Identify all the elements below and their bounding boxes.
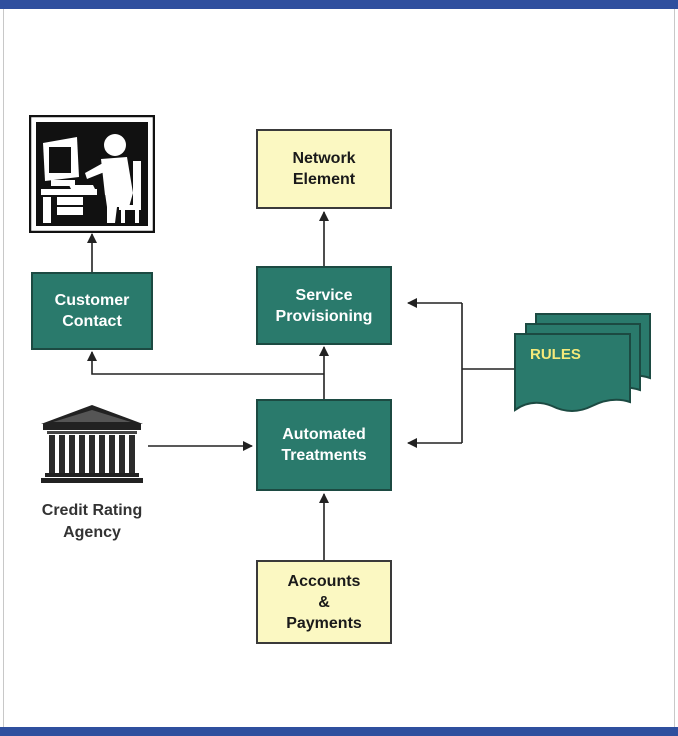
- network-element-box: Network Element: [256, 129, 392, 209]
- credit-rating-agency-label: Credit Rating Agency: [41, 502, 143, 541]
- arrow-branch-to-customer-contact: [87, 351, 324, 375]
- top-frame-bar: [0, 0, 678, 9]
- customer-contact-box: Customer Contact: [31, 272, 153, 350]
- diagram-panel: [3, 9, 675, 727]
- bottom-frame-bar: [0, 727, 678, 736]
- bank-building-icon: [41, 405, 143, 483]
- documents-stack-icon: [514, 313, 651, 412]
- rules-label: RULES: [530, 346, 581, 363]
- service-provisioning-box: Service Provisioning: [256, 266, 392, 345]
- automated-treatments-box: Automated Treatments: [256, 399, 392, 491]
- agent-workstation-icon: [29, 115, 155, 233]
- accounts-payments-box: Accounts & Payments: [256, 560, 392, 644]
